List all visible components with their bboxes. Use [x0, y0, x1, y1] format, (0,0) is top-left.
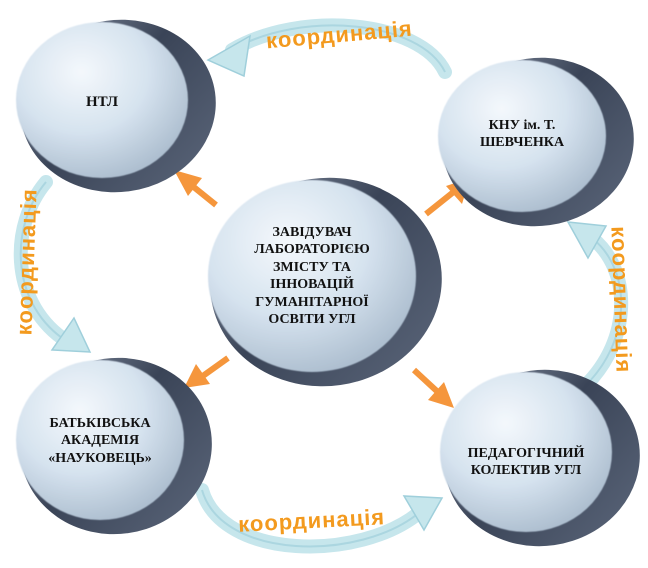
disc-collective [440, 369, 640, 547]
coordination-label-bottom: координація [238, 504, 386, 537]
coordination-arrow-right [566, 221, 629, 393]
disc-academy [16, 357, 212, 535]
node-label-academy: БАТЬКІВСЬКА АКАДЕМІЯ «НАУКОВЕЦЬ» [48, 415, 152, 466]
node-label-center: ЗАВІДУВАЧ ЛАБОРАТОРІЄЮ ЗМІСТУ ТА ІННОВАЦ… [254, 224, 370, 328]
coordination-label-left: координація [11, 188, 41, 336]
disc-ntl [16, 19, 216, 193]
arrow-to-academy [184, 355, 230, 388]
disc-center [208, 177, 442, 387]
disc-knu [438, 57, 634, 227]
coordination-label-right: координація [606, 226, 636, 374]
coordination-label-top: координація [265, 16, 414, 54]
node-label-knu: КНУ ім. Т. ШЕВЧЕНКА [479, 117, 565, 151]
coordination-arrow-top [206, 18, 452, 79]
node-label-collective: ПЕДАГОГІЧНИЙ КОЛЕКТИВ УГЛ [467, 445, 585, 479]
arrow-to-collective [411, 367, 454, 408]
coordination-arrow-left [13, 175, 92, 353]
arrow-to-ntl [174, 170, 218, 208]
node-label-ntl: НТЛ [85, 93, 119, 110]
coordination-arrow-bottom [195, 483, 444, 554]
